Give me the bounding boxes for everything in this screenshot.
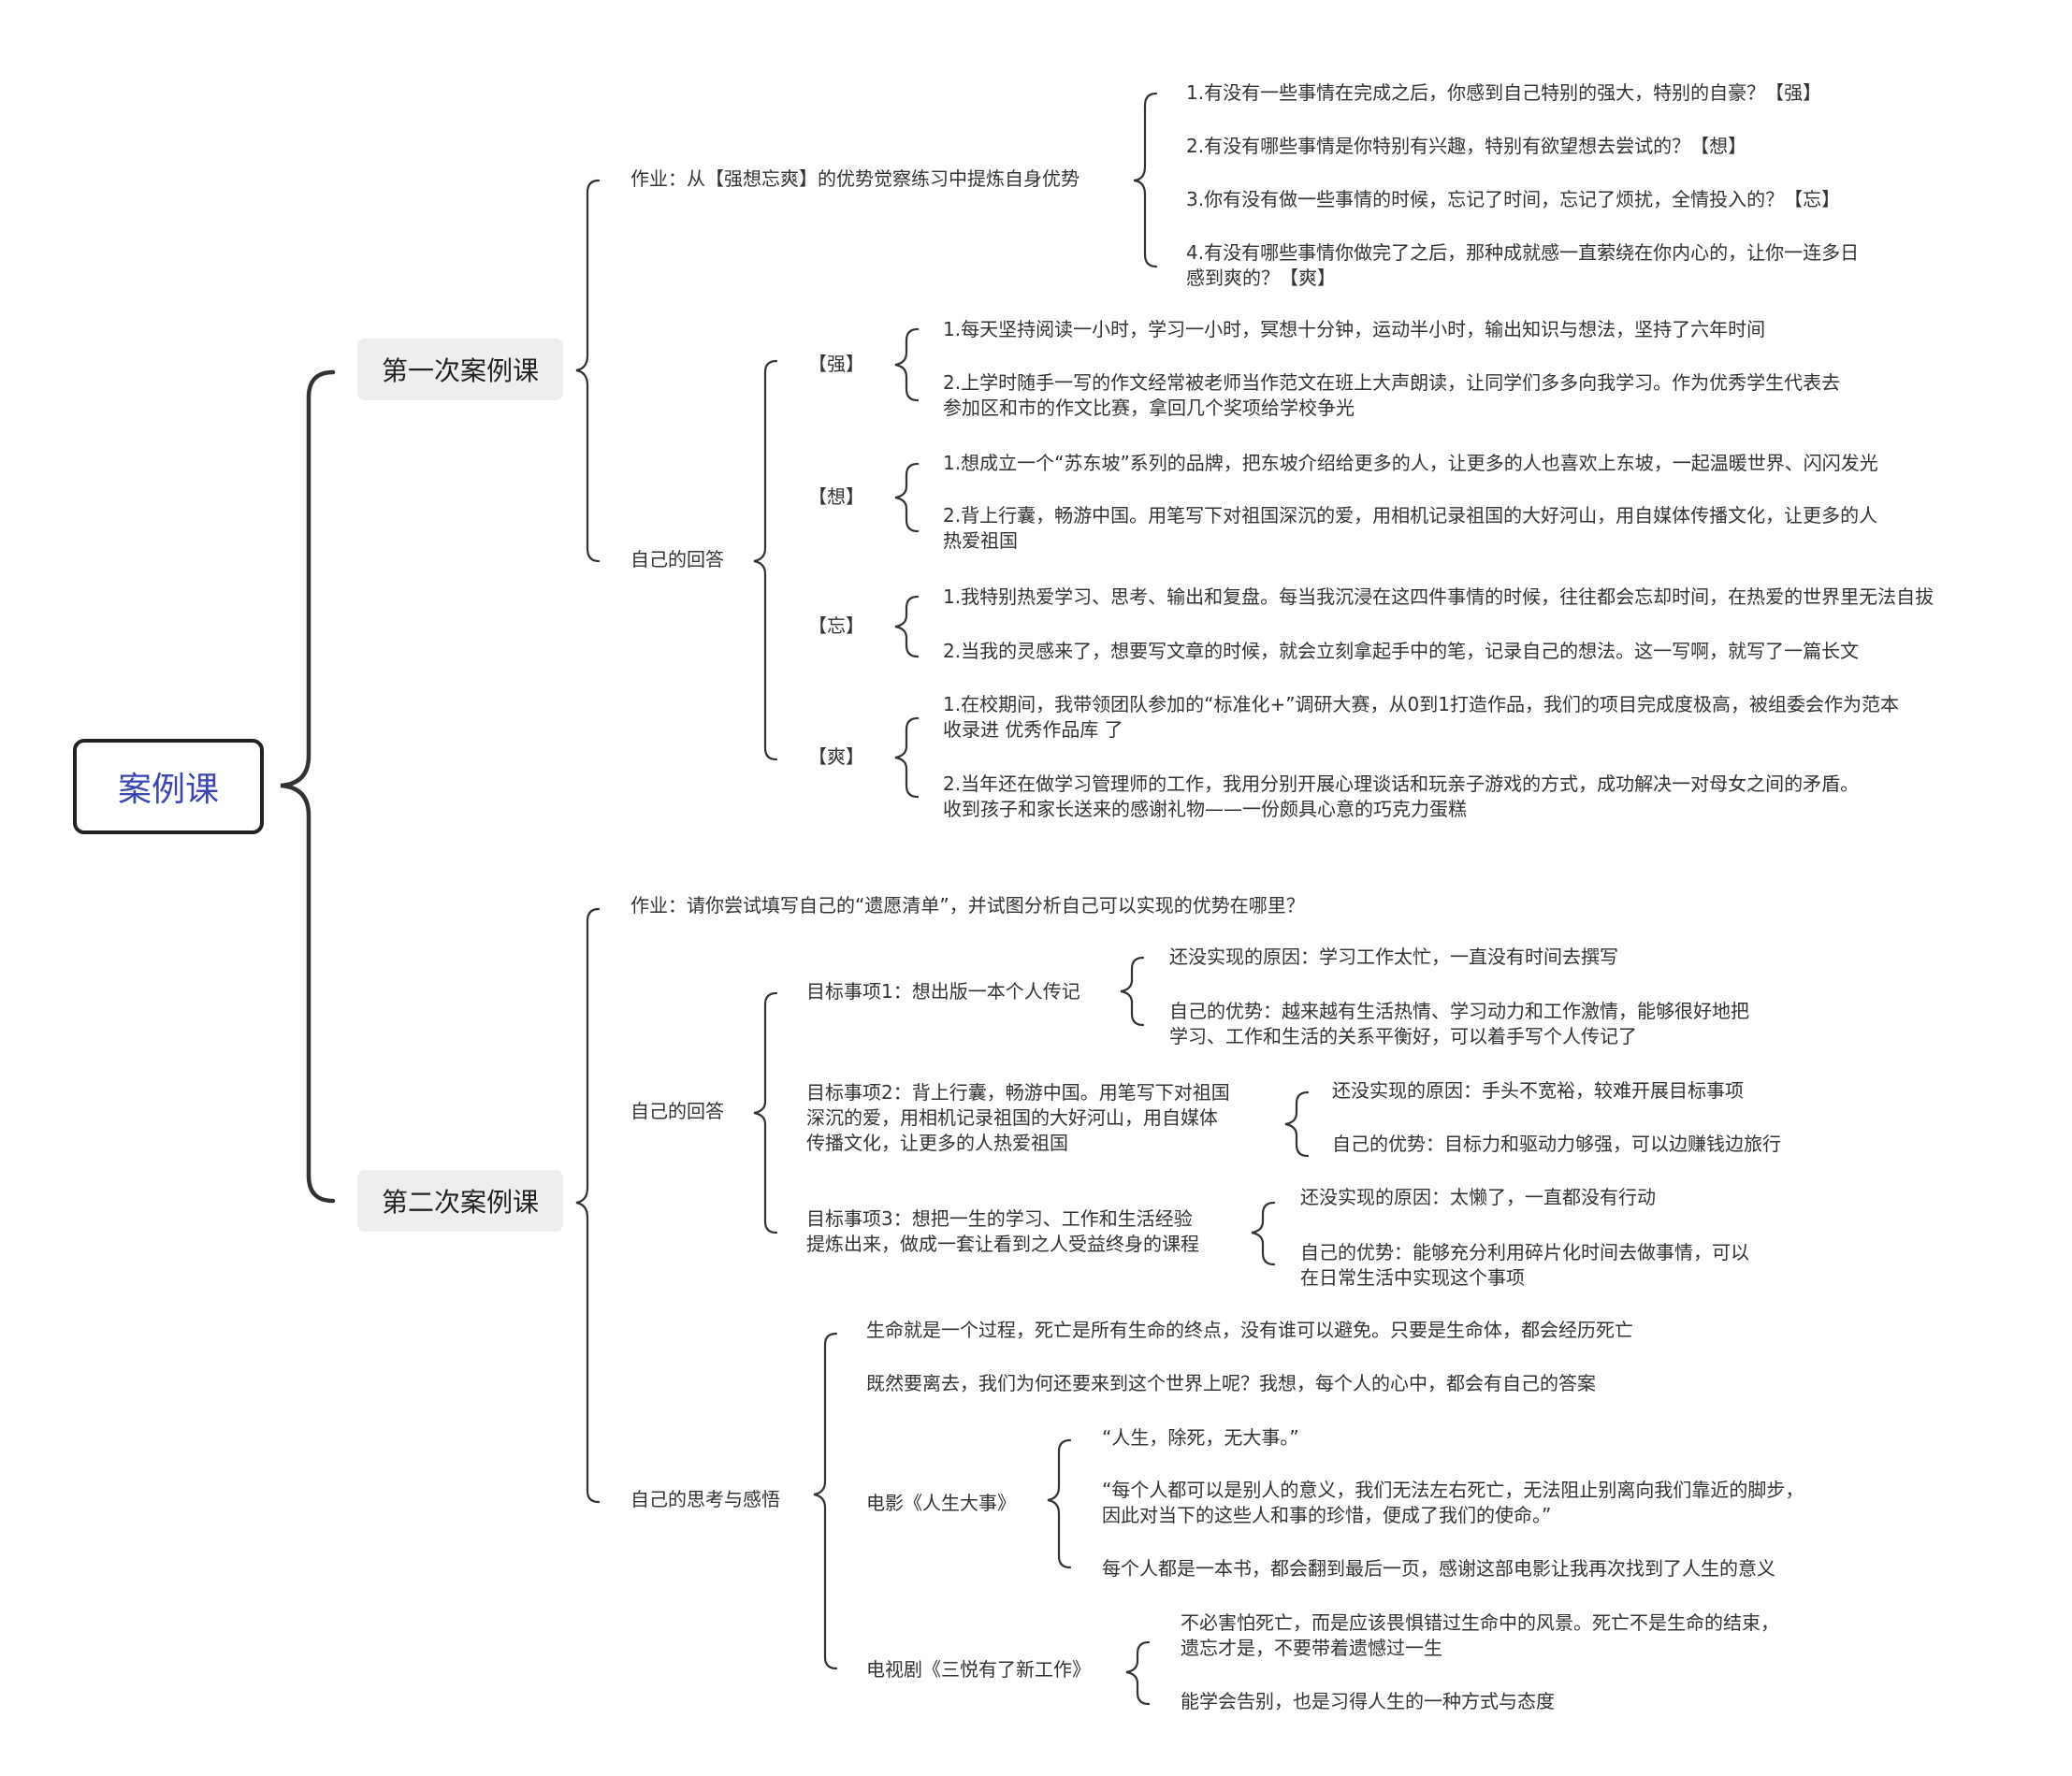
group-label-forget[interactable]: 【忘】: [808, 614, 864, 637]
homework-question-2[interactable]: 2.有没有哪些事情是你特别有兴趣，特别有欲望想去尝试的？【想】: [1186, 135, 1747, 157]
want-answer-2[interactable]: 2.背上行囊，畅游中国。用笔写下对祖国深沉的爱，用相机记录祖国的大好河山，用自媒…: [943, 504, 1878, 552]
first-session-node[interactable]: 第一次案例课: [357, 339, 563, 400]
second-session-node[interactable]: 第二次案例课: [357, 1170, 563, 1232]
group-label-want[interactable]: 【想】: [808, 485, 864, 508]
forget-answer-2[interactable]: 2.当我的灵感来了，想要写文章的时候，就会立刻拿起手中的笔，记录自己的想法。这一…: [943, 640, 1860, 662]
want-answer-1[interactable]: 1.想成立一个“苏东坡”系列的品牌，把东坡介绍给更多的人，让更多的人也喜欢上东坡…: [943, 452, 1878, 474]
first-answers-label[interactable]: 自己的回答: [630, 548, 724, 570]
goal-1-strength[interactable]: 自己的优势：越来越有生活热情、学习动力和工作激情，能够很好地把 学习、工作和生活…: [1169, 1000, 1749, 1047]
goal-1-reason[interactable]: 还没实现的原因：学习工作太忙，一直没有时间去撰写: [1169, 946, 1618, 968]
tv-label[interactable]: 电视剧《三悦有了新工作》: [866, 1658, 1091, 1681]
root-node[interactable]: 案例课: [73, 739, 264, 834]
strong-answer-1[interactable]: 1.每天坚持阅读一小时，学习一小时，冥想十分钟，运动半小时，输出知识与想法，坚持…: [943, 318, 1766, 340]
reflection-line-2[interactable]: 既然要离去，我们为何还要来到这个世界上呢？我想，每个人的心中，都会有自己的答案: [866, 1372, 1596, 1394]
group-label-joy[interactable]: 【爽】: [808, 745, 864, 768]
joy-answer-2[interactable]: 2.当年还在做学习管理师的工作，我用分别开展心理谈话和玩亲子游戏的方式，成功解决…: [943, 772, 1860, 820]
group-label-strong[interactable]: 【强】: [808, 353, 864, 375]
goal-3-label[interactable]: 目标事项3：想把一生的学习、工作和生活经验 提炼出来，做成一套让看到之人受益终身…: [806, 1207, 1199, 1255]
goal-3-strength[interactable]: 自己的优势：能够充分利用碎片化时间去做事情，可以 在日常生活中实现这个事项: [1300, 1241, 1749, 1289]
goal-1-label[interactable]: 目标事项1：想出版一本个人传记: [806, 980, 1080, 1003]
movie-reflection[interactable]: 每个人都是一本书，都会翻到最后一页，感谢这部电影让我再次找到了人生的意义: [1102, 1557, 1775, 1580]
reflection-label[interactable]: 自己的思考与感悟: [630, 1488, 780, 1510]
homework-question-4[interactable]: 4.有没有哪些事情你做完了之后，那种成就感一直萦绕在你内心的，让你一连多日 感到…: [1186, 241, 1860, 289]
movie-quote-2[interactable]: “每个人都可以是别人的意义，我们无法左右死亡，无法阻止别离向我们靠近的脚步， 因…: [1102, 1479, 1804, 1526]
tv-thought-1[interactable]: 不必害怕死亡，而是应该畏惧错过生命中的风景。死亡不是生命的结束， 遗忘才是，不要…: [1181, 1611, 1779, 1659]
homework-question-1[interactable]: 1.有没有一些事情在完成之后，你感到自己特别的强大，特别的自豪？【强】: [1186, 81, 1822, 104]
second-answers-label[interactable]: 自己的回答: [630, 1100, 724, 1122]
first-homework-label[interactable]: 作业：从【强想忘爽】的优势觉察练习中提炼自身优势: [630, 167, 1079, 190]
joy-answer-1[interactable]: 1.在校期间，我带领团队参加的“标准化+”调研大赛，从0到1打造作品，我们的项目…: [943, 693, 1900, 741]
goal-2-reason[interactable]: 还没实现的原因：手头不宽裕，较难开展目标事项: [1332, 1079, 1744, 1102]
goal-2-label[interactable]: 目标事项2：背上行囊，畅游中国。用笔写下对祖国 深沉的爱，用相机记录祖国的大好河…: [806, 1081, 1230, 1154]
goal-2-strength[interactable]: 自己的优势：目标力和驱动力够强，可以边赚钱边旅行: [1332, 1133, 1781, 1155]
second-homework-label[interactable]: 作业：请你尝试填写自己的“遗愿清单”，并试图分析自己可以实现的优势在哪里？: [630, 894, 1305, 917]
goal-3-reason[interactable]: 还没实现的原因：太懒了，一直都没有行动: [1300, 1186, 1656, 1208]
homework-question-3[interactable]: 3.你有没有做一些事情的时候，忘记了时间，忘记了烦扰，全情投入的？【忘】: [1186, 188, 1841, 210]
tv-thought-2[interactable]: 能学会告别，也是习得人生的一种方式与态度: [1181, 1690, 1555, 1712]
forget-answer-1[interactable]: 1.我特别热爱学习、思考、输出和复盘。每当我沉浸在这四件事情的时候，往往都会忘却…: [943, 585, 1934, 608]
reflection-line-1[interactable]: 生命就是一个过程，死亡是所有生命的终点，没有谁可以避免。只要是生命体，都会经历死…: [866, 1319, 1633, 1341]
strong-answer-2[interactable]: 2.上学时随手一写的作文经常被老师当作范文在班上大声朗读，让同学们多多向我学习。…: [943, 371, 1841, 419]
movie-label[interactable]: 电影《人生大事》: [866, 1492, 1016, 1514]
movie-quote-1[interactable]: “人生，除死，无大事。”: [1102, 1426, 1299, 1449]
